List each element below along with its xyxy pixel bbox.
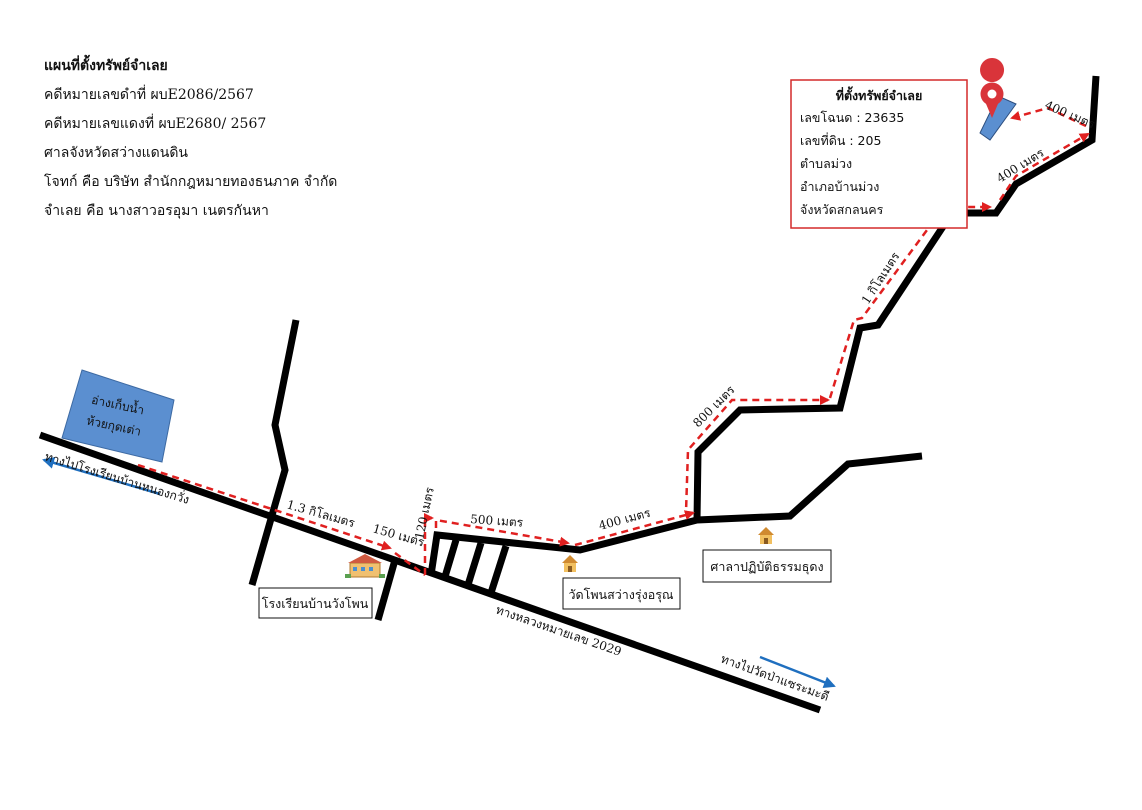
route-seg-2 bbox=[394, 551, 426, 577]
distance-4: 500 เมตร bbox=[470, 512, 524, 530]
hall-icon bbox=[758, 527, 774, 544]
property-district: อำเภอบ้านม่วง bbox=[800, 179, 879, 194]
header: แผนที่ตั้งทรัพย์จำเลย คดีหมายเลขดำที่ ผบ… bbox=[44, 52, 464, 226]
property-parcel bbox=[979, 95, 1017, 141]
property-subdistrict: ตำบลม่วง bbox=[800, 156, 852, 171]
village-rib-3 bbox=[486, 544, 510, 598]
property-road bbox=[693, 75, 1100, 521]
reservoir: อ่างเก็บน้ำ ห้วยกุดเต่า bbox=[61, 369, 175, 463]
defendant: จำเลย คือ นางสาวอรอุมา เนตรกันหา bbox=[44, 203, 269, 219]
west-arrow bbox=[42, 457, 161, 496]
route-seg-8 bbox=[998, 132, 1090, 201]
hall-label: ศาลาปฏิบัติธรรมธุดง bbox=[710, 559, 823, 575]
plaintiff: โจทก์ คือ บริษัท สำนักกฎหมายทองธนภาค จำก… bbox=[44, 174, 338, 190]
route-seg-4 bbox=[434, 518, 570, 547]
distance-5: 400 เมตร bbox=[597, 506, 652, 533]
north-road bbox=[248, 319, 300, 586]
temple-icon bbox=[562, 555, 578, 572]
distance-3: 120 เมตร bbox=[412, 485, 437, 540]
temple-label-box: วัดโพนสว่างรุ่งอรุณ bbox=[562, 577, 681, 610]
route-seg-1 bbox=[137, 463, 392, 551]
direction-arrows bbox=[42, 457, 836, 688]
route-seg-5 bbox=[574, 510, 695, 547]
east-arrow bbox=[759, 655, 836, 688]
property-info-box: ที่ตั้งทรัพย์จำเลย เลขโฉนด : 23635 เลขที… bbox=[790, 79, 968, 229]
temple-label: วัดโพนสว่างรุ่งอรุณ bbox=[568, 587, 673, 603]
school-label-box: โรงเรียนบ้านวังโพน bbox=[258, 587, 373, 619]
property-deed: เลขโฉนด : 23635 bbox=[800, 110, 904, 125]
hall-label-box: ศาลาปฏิบัติธรรมธุดง bbox=[702, 549, 832, 583]
school-building-icon bbox=[345, 554, 385, 578]
property-province: จังหวัดสกลนคร bbox=[800, 202, 884, 217]
property-land-number: เลขที่ดิน : 205 bbox=[800, 132, 881, 148]
school-label: โรงเรียนบ้านวังโพน bbox=[262, 596, 369, 611]
route-seg-3 bbox=[423, 513, 434, 575]
location-pin-icon bbox=[980, 58, 1005, 118]
route-seg-9 bbox=[1010, 106, 1087, 128]
village-rib-2 bbox=[463, 541, 485, 590]
distance-9: 400 เมตร bbox=[1043, 98, 1098, 132]
court-name: ศาลจังหวัดสว่างแดนดิน bbox=[44, 145, 188, 161]
village-rib-1 bbox=[440, 538, 460, 582]
roads bbox=[38, 75, 1100, 714]
property-box-title: ที่ตั้งทรัพย์จำเลย bbox=[836, 86, 923, 103]
map-title: แผนที่ตั้งทรัพย์จำเลย bbox=[44, 58, 168, 74]
case-red-number: คดีหมายเลขแดงที่ ผบE2680/ 2567 bbox=[44, 116, 267, 132]
route-seg-6 bbox=[684, 395, 830, 515]
school-road bbox=[374, 559, 399, 621]
route-seg-7 bbox=[828, 202, 992, 399]
case-black-number: คดีหมายเลขดำที่ ผบE2086/2567 bbox=[44, 87, 254, 103]
